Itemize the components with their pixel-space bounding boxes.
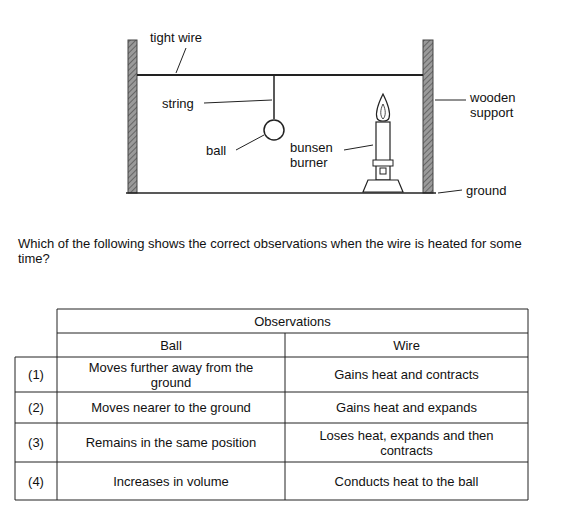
leader-line bbox=[204, 100, 272, 103]
burner-base bbox=[363, 180, 403, 192]
option-number: (4) bbox=[16, 463, 56, 499]
part-label: string bbox=[162, 96, 212, 111]
part-label: bunsen burner bbox=[290, 140, 344, 170]
leader-line bbox=[344, 145, 373, 150]
leader-line bbox=[176, 48, 186, 73]
air-hole bbox=[380, 168, 386, 174]
table-header: Observations bbox=[58, 310, 527, 332]
leader-line bbox=[435, 100, 466, 101]
part-label: wooden support bbox=[470, 90, 534, 120]
question-text: Which of the following shows the correct… bbox=[18, 236, 533, 266]
burner-collar bbox=[373, 160, 393, 166]
option-number: (3) bbox=[16, 424, 56, 461]
table-cell: Moves nearer to the ground bbox=[58, 393, 284, 422]
table-cell: Loses heat, expands and then contracts bbox=[286, 424, 527, 461]
leader-line bbox=[236, 135, 264, 150]
table-cell: Moves further away from the ground bbox=[58, 358, 284, 391]
table-cell: Conducts heat to the ball bbox=[286, 463, 527, 499]
part-label: ground bbox=[466, 183, 520, 198]
part-label: ball bbox=[206, 143, 238, 158]
option-number: (1) bbox=[16, 358, 56, 391]
table-header: Ball bbox=[58, 334, 284, 356]
table-cell: Increases in volume bbox=[58, 463, 284, 499]
wooden-support bbox=[128, 40, 137, 193]
leader-line bbox=[438, 190, 462, 193]
tight-wire bbox=[137, 74, 423, 76]
table-grid bbox=[15, 309, 528, 500]
table-cell: Remains in the same position bbox=[58, 424, 284, 461]
flame-inner bbox=[381, 104, 386, 119]
flame bbox=[376, 94, 389, 121]
option-number: (2) bbox=[16, 393, 56, 422]
string bbox=[273, 75, 275, 119]
wooden-support bbox=[423, 40, 433, 193]
part-label: tight wire bbox=[150, 30, 230, 45]
table-cell: Gains heat and expands bbox=[286, 393, 527, 422]
table-cell: Gains heat and contracts bbox=[286, 358, 527, 391]
table-header: Wire bbox=[286, 334, 527, 356]
burner-tube bbox=[376, 122, 390, 180]
ball bbox=[264, 120, 284, 140]
